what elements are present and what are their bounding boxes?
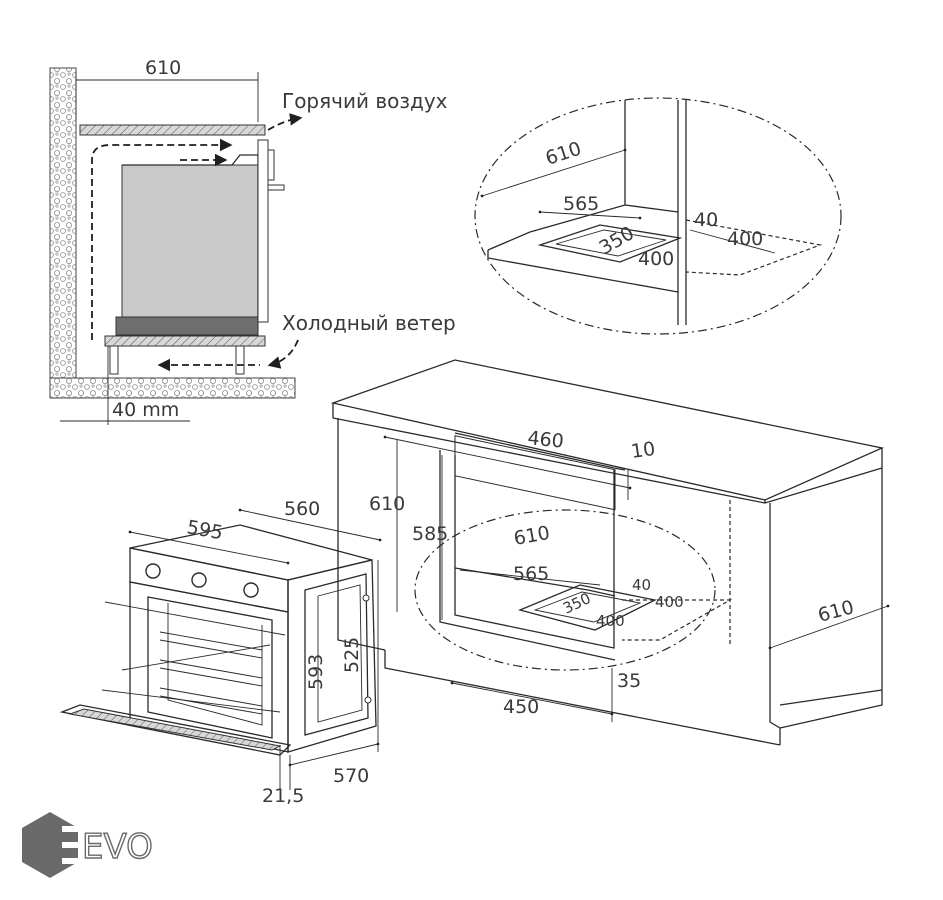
dim-oven-height: 593 (305, 654, 327, 690)
dim-detail-cut-front: 400 (638, 248, 674, 270)
dim-cab-cut-front: 400 (596, 612, 625, 630)
hot-air-arrow (267, 113, 303, 131)
oven-top-surface (129, 524, 373, 581)
dim-oven-width: 595 (185, 516, 225, 544)
section-view: 610 40 mm Горячий воздух Холодный ветер (49, 57, 456, 425)
dim-cab-side-depth: 610 (816, 596, 857, 627)
dim-line-cab-450 (450, 681, 614, 716)
oven-side-body (287, 559, 377, 753)
dim-cab-cut-width: 400 (655, 593, 684, 611)
oven-cavity (147, 596, 273, 739)
cabinet-cutout-outer (517, 584, 657, 631)
detail-cutout-inner (555, 229, 667, 257)
dim-line-oven-560 (238, 508, 382, 542)
dim-cab-bottom-gap: 35 (617, 670, 641, 692)
oven-side-recess (317, 584, 363, 723)
dim-detail-inner: 565 (563, 193, 599, 215)
detail-dashed-extension (685, 219, 823, 276)
logo-text: EVO (82, 827, 153, 867)
label-hot-air: Горячий воздух (282, 89, 448, 113)
oven-handle-section (267, 184, 285, 191)
leg-left (109, 345, 119, 375)
dim-oven-body-depth: 570 (333, 765, 369, 787)
leg-right (235, 345, 245, 375)
dim-cab-bottom-width: 450 (503, 696, 539, 718)
countertop-top (330, 359, 885, 501)
dim-line-detail-610 (480, 148, 627, 198)
oven-knob-middle (191, 572, 207, 588)
dim-line-cab-565 (459, 569, 601, 586)
oven-knob-section (267, 149, 275, 181)
dim-oven-inner-height: 525 (341, 637, 363, 673)
dim-line-oven-570 (288, 742, 380, 767)
cabinet-detail-ellipse (414, 509, 716, 671)
niche-shelf-line (454, 567, 616, 597)
dim-oven-depth: 560 (284, 498, 320, 520)
niche-left (439, 450, 616, 661)
cold-air-arrow (267, 339, 299, 369)
dim-cab-height: 610 (369, 493, 405, 515)
oven-control-panel (129, 547, 289, 613)
dim-detail-cut-width: 400 (727, 228, 763, 250)
dim-section-width: 610 (145, 57, 181, 79)
dim-detail-cut-depth: 350 (596, 222, 638, 259)
dim-line-cab-610-side (768, 604, 890, 650)
oven-view: 595 560 593 525 21,5 570 (59, 498, 382, 807)
oven-front-panel (257, 139, 269, 323)
dim-pointer-2 (121, 644, 271, 671)
detail-shelf-front (487, 250, 679, 293)
cabinet-side-bottom (779, 689, 883, 706)
dim-cab-side: 40 (632, 576, 651, 594)
dim-oven-front: 21,5 (262, 785, 304, 807)
oven-knob-left (145, 563, 161, 579)
cabinet-left-face (337, 418, 386, 651)
niche-inner (454, 455, 615, 649)
brand-logo: EVO (22, 812, 154, 878)
oven-base-section (115, 316, 259, 336)
cabinet-dashed-cutout (622, 599, 733, 641)
dim-section-gap: 40 mm (112, 399, 179, 421)
oven-body-section (121, 164, 259, 318)
cabinet-cutout-inner (533, 591, 642, 623)
dim-cab-niche-height: 585 (412, 523, 448, 545)
airflow-up-arrow (91, 138, 233, 340)
oven-screw-bottom (364, 696, 372, 704)
detail-view: 610 565 40 400 350 400 (474, 97, 842, 335)
wall (49, 67, 77, 389)
dim-line-detail-400 (689, 229, 776, 254)
cabinet-view: 460 10 610 585 610 565 40 400 350 400 45… (330, 359, 890, 746)
dim-detail-side: 40 (694, 209, 718, 231)
dim-cab-niche-width: 460 (526, 427, 564, 453)
top-shelf (79, 124, 266, 136)
oven-knob-right (243, 582, 259, 598)
dim-line-cab-460 (383, 435, 632, 490)
countertop-edge (332, 403, 883, 504)
dim-line-detail-565 (538, 210, 642, 220)
cabinet-side-face (779, 468, 883, 729)
oven-screw-top (362, 594, 370, 602)
detail-ellipse (474, 97, 842, 335)
bottom-shelf (104, 335, 266, 347)
dim-cab-inner-depth: 565 (513, 563, 549, 585)
oven-side-panel (304, 573, 369, 736)
dim-cab-top-gap: 10 (630, 438, 657, 463)
cabinet-front-edge (769, 503, 781, 745)
dim-pointer-3 (101, 689, 281, 713)
oven-door-glass (68, 708, 282, 751)
dim-cab-depth-a: 610 (512, 522, 552, 550)
dim-line-oven-595 (128, 530, 290, 565)
label-cold-air: Холодный ветер (282, 311, 456, 335)
cabinet-plinth (384, 650, 781, 746)
floor (49, 377, 296, 399)
dim-pointer-1 (104, 601, 286, 636)
detail-cutout-outer (537, 224, 683, 263)
